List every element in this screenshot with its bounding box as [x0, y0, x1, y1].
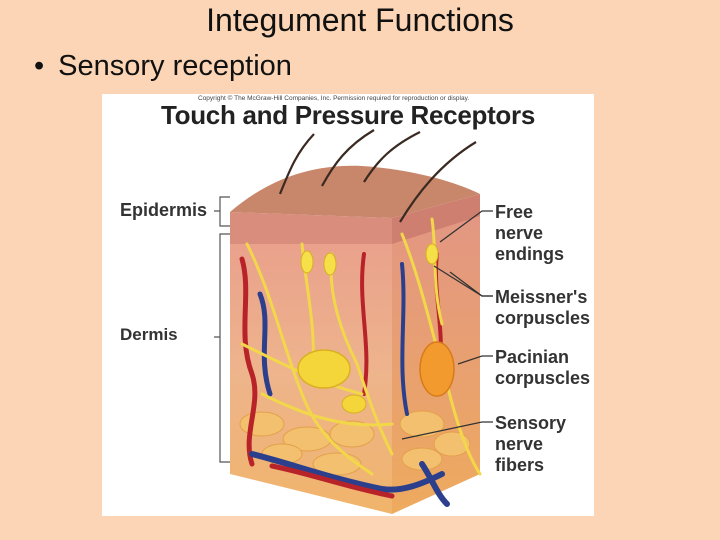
- label-dermis: Dermis: [120, 324, 178, 345]
- label-line: nerve: [495, 223, 564, 244]
- label-line: Meissner's: [495, 287, 590, 308]
- label-free-nerve-endings: Free nerve endings: [495, 202, 564, 265]
- bullet-dot: •: [34, 50, 44, 82]
- label-pacinian-corpuscles: Pacinian corpuscles: [495, 347, 590, 389]
- label-line: corpuscles: [495, 308, 590, 329]
- label-line: endings: [495, 244, 564, 265]
- label-line: corpuscles: [495, 368, 590, 389]
- label-meissners-corpuscles: Meissner's corpuscles: [495, 287, 590, 329]
- skin-receptor-figure: Copyright © The McGraw-Hill Companies, I…: [102, 94, 594, 516]
- label-sensory-nerve-fibers: Sensory nerve fibers: [495, 413, 566, 476]
- label-line: nerve: [495, 434, 566, 455]
- bullet-text: Sensory reception: [58, 50, 292, 82]
- label-line: Pacinian: [495, 347, 590, 368]
- label-line: fibers: [495, 455, 566, 476]
- slide-title: Integument Functions: [0, 2, 720, 39]
- label-line: Free: [495, 202, 564, 223]
- label-line: Sensory: [495, 413, 566, 434]
- bullet-item: • Sensory reception: [34, 50, 292, 83]
- dermis-bracket: [214, 234, 230, 462]
- label-epidermis: Epidermis: [120, 200, 207, 221]
- epidermis-bracket: [214, 197, 230, 226]
